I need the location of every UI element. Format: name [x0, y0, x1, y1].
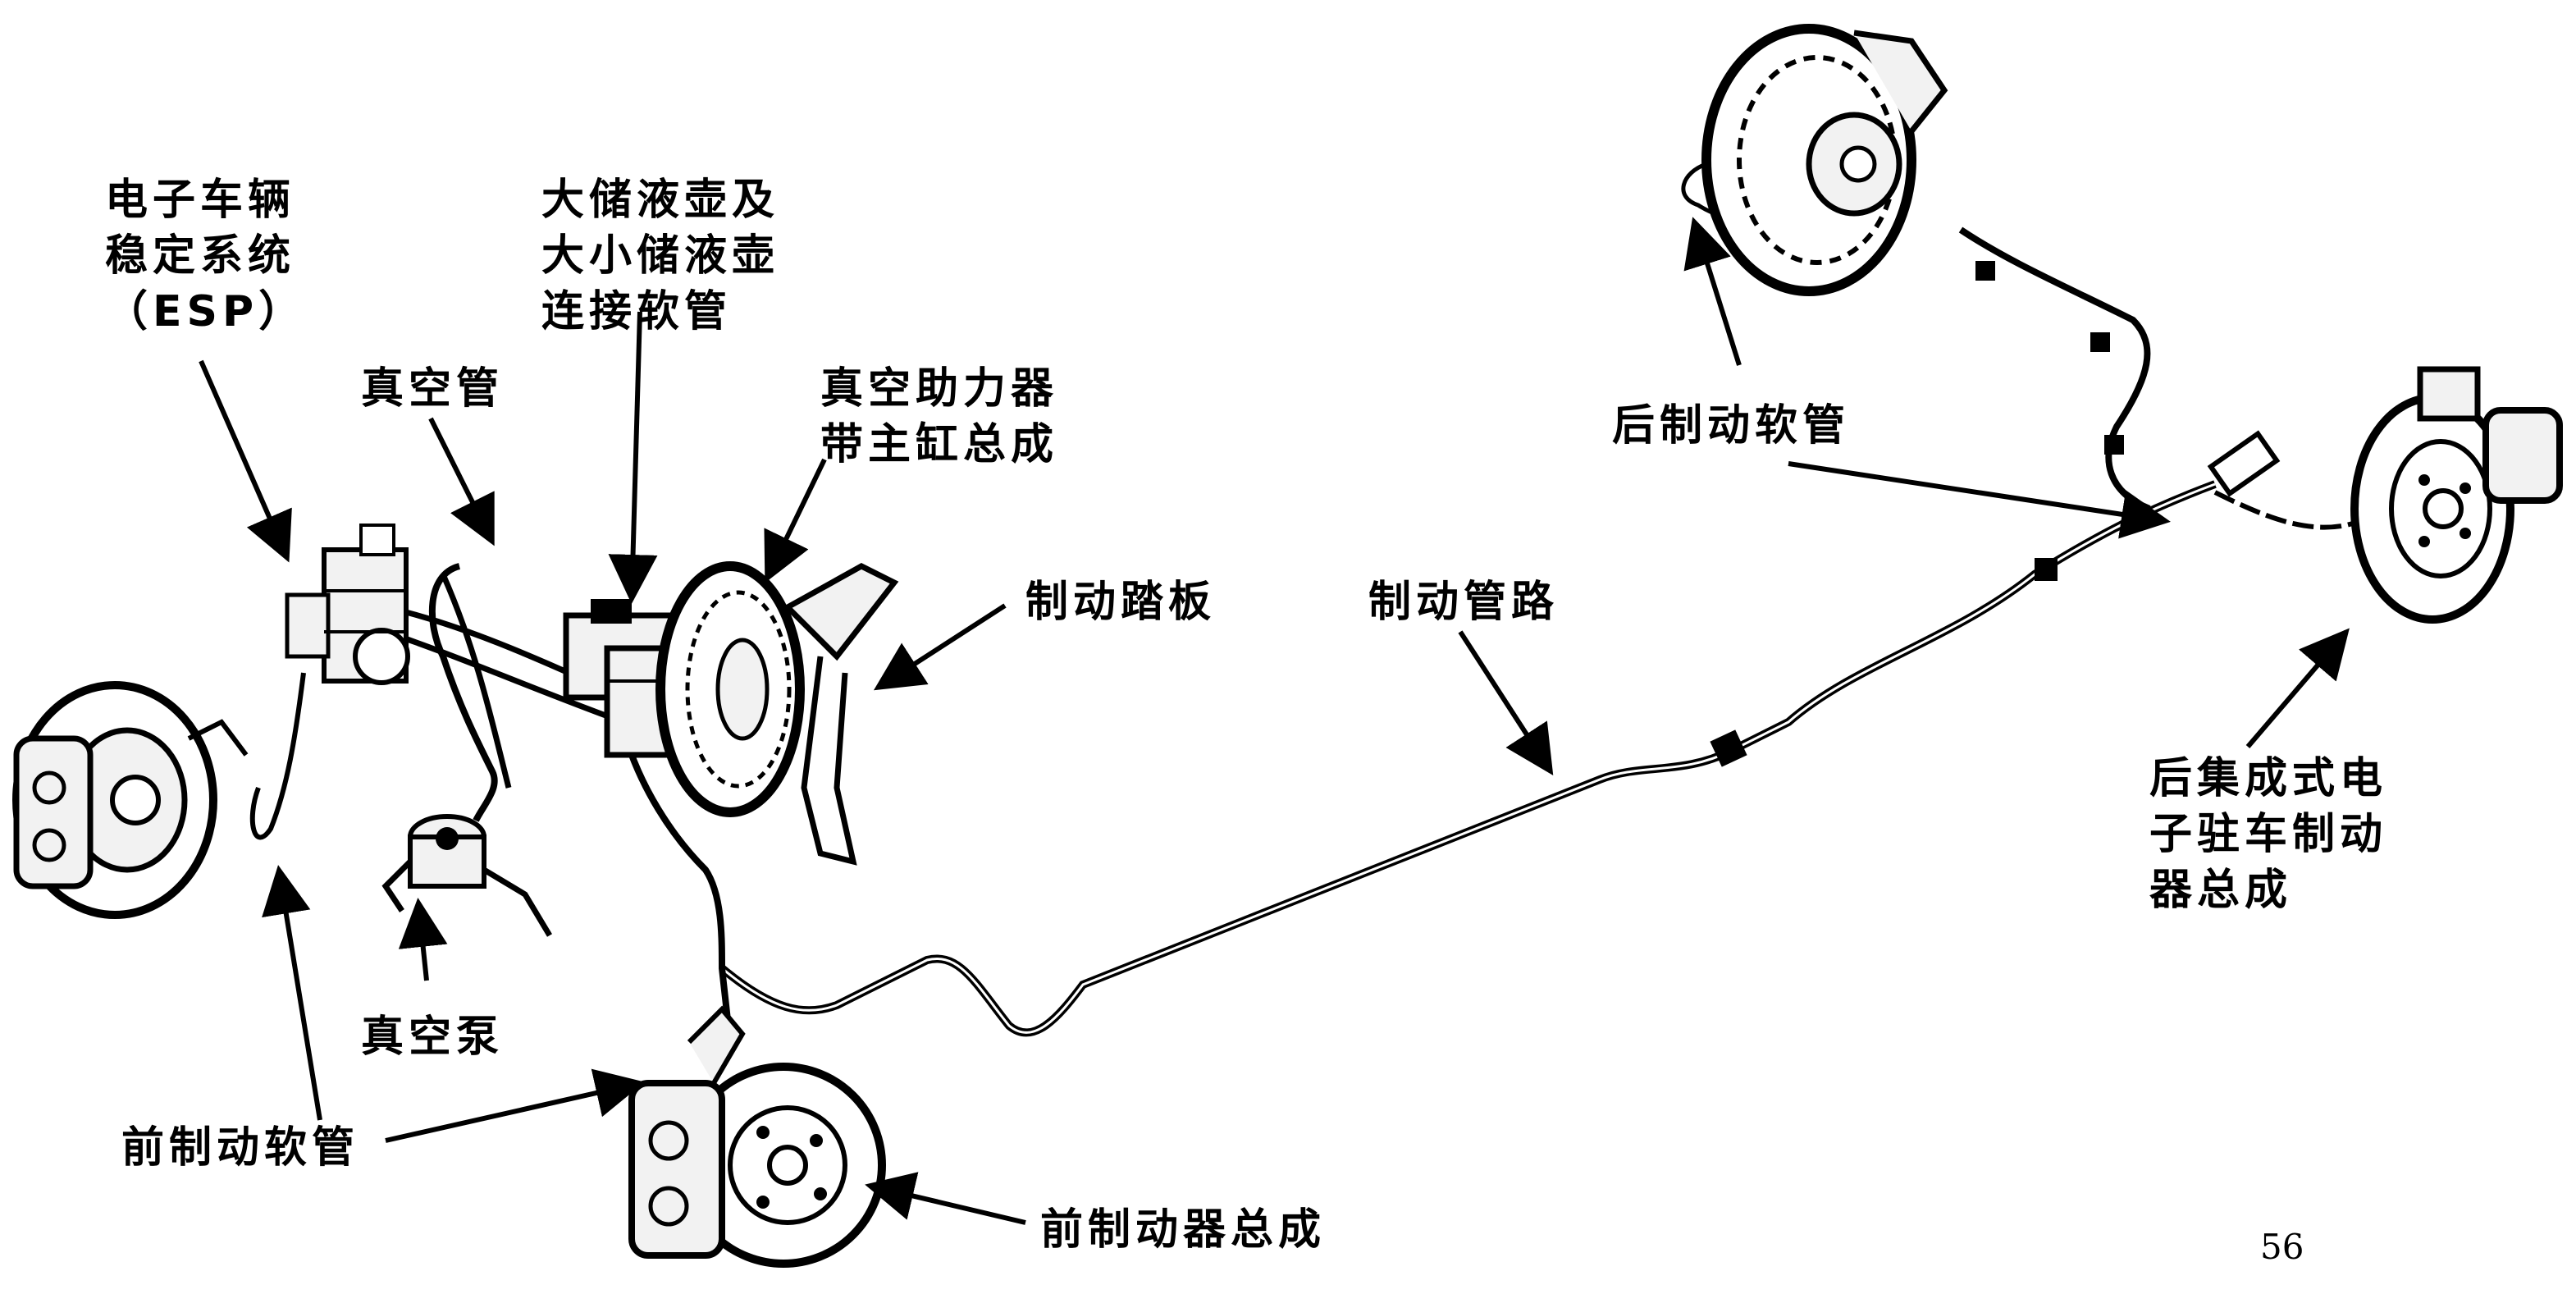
- arrow-epb: [2245, 628, 2350, 748]
- page-number: 56: [2260, 1227, 2304, 1267]
- leader-arrows: [199, 217, 2350, 1225]
- arrow-vacuum-pump: [398, 898, 448, 981]
- front-left-brake-hose: [249, 672, 306, 840]
- label-rear-epb: 后集成式电 子驻车制动 器总成: [2149, 751, 2387, 918]
- label-booster-line-1: 真空助力器: [820, 364, 1059, 414]
- rear-left-brake-assembly: [1701, 24, 1948, 296]
- label-esp-line-3: （ESP）: [105, 287, 307, 336]
- label-front-hose-line-1: 前制动软管: [121, 1123, 360, 1173]
- label-esp: 电子车辆 稳定系统 （ESP）: [105, 172, 306, 340]
- arrow-front-hose-right: [385, 1068, 645, 1143]
- arrow-brake-pedal: [873, 603, 1007, 691]
- rear-right-epb-assembly: [2207, 366, 2563, 624]
- arrow-rear-hose-right: [1788, 461, 2171, 539]
- label-reservoir-line-3: 连接软管: [541, 287, 733, 336]
- line-clip: [2104, 435, 2124, 455]
- line-clip: [2035, 558, 2058, 581]
- label-front-hose: 前制动软管: [121, 1120, 359, 1176]
- arrow-booster: [764, 458, 827, 583]
- rear-left-brake-line: [1958, 226, 2151, 512]
- label-vacuum-pump: 真空泵: [361, 1009, 504, 1065]
- label-reservoir-line-2: 大小储液壶: [541, 231, 780, 281]
- label-booster-line-2: 带主缸总成: [820, 420, 1059, 469]
- label-rear-hose-line-1: 后制动软管: [1612, 401, 1851, 450]
- front-right-brake-assembly: [628, 1005, 886, 1268]
- line-clip: [1710, 729, 1747, 767]
- label-front-brake-line-1: 前制动器总成: [1040, 1205, 1327, 1255]
- brake-line: [719, 480, 2217, 1037]
- front-right-brake-line: [620, 729, 733, 1043]
- label-vacuum-hose: 真空管: [361, 361, 504, 417]
- front-left-brake-assembly: [12, 681, 249, 919]
- arrow-front-hose-left: [262, 865, 322, 1121]
- arrow-esp: [199, 359, 292, 563]
- line-clip: [1975, 261, 1995, 281]
- label-brake-line-line-1: 制动管路: [1368, 578, 1560, 627]
- arrow-front-brake: [865, 1172, 1026, 1225]
- arrow-vacuum-hose: [428, 417, 495, 546]
- brake-line-inner: [721, 482, 2216, 1034]
- label-reservoir: 大储液壶及 大小储液壶 连接软管: [541, 172, 779, 340]
- label-brake-pedal: 制动踏板: [1025, 574, 1216, 630]
- label-reservoir-line-1: 大储液壶及: [541, 176, 780, 225]
- label-rear-hose: 后制动软管: [1612, 398, 1850, 454]
- label-booster: 真空助力器 带主缸总成: [820, 361, 1058, 473]
- label-rear-epb-line-1: 后集成式电: [2149, 754, 2388, 803]
- label-rear-epb-line-2: 子驻车制动: [2149, 810, 2388, 859]
- vacuum-booster: [655, 561, 805, 817]
- vacuum-hose-line: [428, 563, 498, 822]
- label-brake-line: 制动管路: [1368, 574, 1559, 630]
- line-clip: [2090, 332, 2110, 352]
- label-esp-line-1: 电子车辆: [105, 176, 296, 225]
- label-esp-line-2: 稳定系统: [105, 231, 296, 281]
- label-front-brake: 前制动器总成: [1040, 1202, 1326, 1258]
- label-rear-epb-line-3: 器总成: [2149, 866, 2293, 915]
- label-brake-pedal-line-1: 制动踏板: [1025, 578, 1217, 627]
- label-vacuum-pump-line-1: 真空泵: [361, 1013, 505, 1062]
- label-vacuum-hose-line-1: 真空管: [361, 364, 505, 414]
- esp-module: [285, 524, 410, 685]
- arrow-reservoir: [608, 311, 658, 604]
- brake-pedal: [783, 563, 899, 866]
- vacuum-pump: [381, 814, 553, 937]
- arrow-rear-hose-left: [1683, 217, 1742, 366]
- arrow-brake-line: [1458, 630, 1554, 776]
